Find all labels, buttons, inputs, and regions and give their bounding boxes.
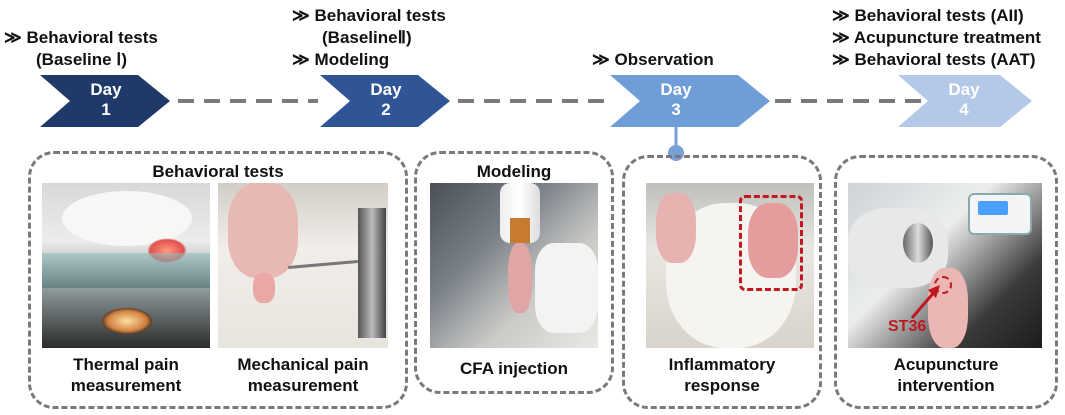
day-4-header-3: ≫ Behavioral tests (AAT) xyxy=(832,50,1036,69)
cfa-injection-caption: CFA injection xyxy=(460,359,568,378)
cfa-injection-photo xyxy=(430,183,598,348)
chevron-icon: ≫ xyxy=(592,50,610,69)
rat-paw xyxy=(253,273,275,303)
day-2-chevron xyxy=(320,75,450,127)
needle-holder xyxy=(903,223,933,263)
day-2-header-modeling: ≫ Modeling xyxy=(292,50,390,69)
syringe-tip xyxy=(510,218,530,243)
day-1-chevron xyxy=(40,75,170,127)
injected-paw xyxy=(508,243,532,313)
behavioral-tests-panel xyxy=(28,151,408,409)
day-4-header-2: ≫ Acupuncture treatment xyxy=(832,28,1041,47)
chevron-icon: ≫ xyxy=(832,28,850,47)
rat-leg xyxy=(228,183,298,278)
rat-body xyxy=(62,191,192,246)
chevron-icon: ≫ xyxy=(832,50,850,69)
stimulator-device xyxy=(968,193,1032,235)
day-3-chevron xyxy=(610,75,770,127)
day-4-chevron xyxy=(898,75,1032,127)
modeling-panel xyxy=(414,151,614,394)
chevron-icon: ≫ xyxy=(832,6,850,25)
apparatus-bar xyxy=(358,208,386,338)
device-screen xyxy=(978,201,1008,215)
day-1-header: ≫ Behavioral tests xyxy=(4,28,158,47)
inflammation-highlight-box xyxy=(739,195,803,291)
mechanical-pain-photo xyxy=(218,183,388,348)
acupuncture-panel xyxy=(834,155,1058,409)
chevron-icon: ≫ xyxy=(292,6,310,25)
thermal-pain-photo xyxy=(42,183,210,348)
modeling-title: Modeling xyxy=(476,162,552,181)
glass-plate xyxy=(42,253,210,288)
day-2-header: ≫ Behavioral tests xyxy=(292,6,446,25)
behavioral-tests-title: Behavioral tests xyxy=(152,162,284,181)
inflammatory-response-photo xyxy=(646,183,814,348)
observation-panel xyxy=(622,155,822,409)
st36-point-marker xyxy=(934,276,952,294)
day-4-header-1: ≫ Behavioral tests (AII) xyxy=(832,6,1024,25)
gloved-hand xyxy=(535,243,598,333)
day-1-header-sub: (Baseline Ⅰ) xyxy=(36,50,127,69)
chevron-icon: ≫ xyxy=(292,50,310,69)
day-3-header: ≫ Observation xyxy=(592,50,714,69)
heat-source xyxy=(102,308,152,334)
acupuncture-photo xyxy=(848,183,1042,348)
day-2-header-sub: (BaselineⅡ) xyxy=(322,28,412,47)
chevron-icon: ≫ xyxy=(4,28,22,47)
swollen-paw xyxy=(748,203,798,278)
normal-paw xyxy=(656,193,696,263)
st36-label: ST36 xyxy=(888,318,927,335)
